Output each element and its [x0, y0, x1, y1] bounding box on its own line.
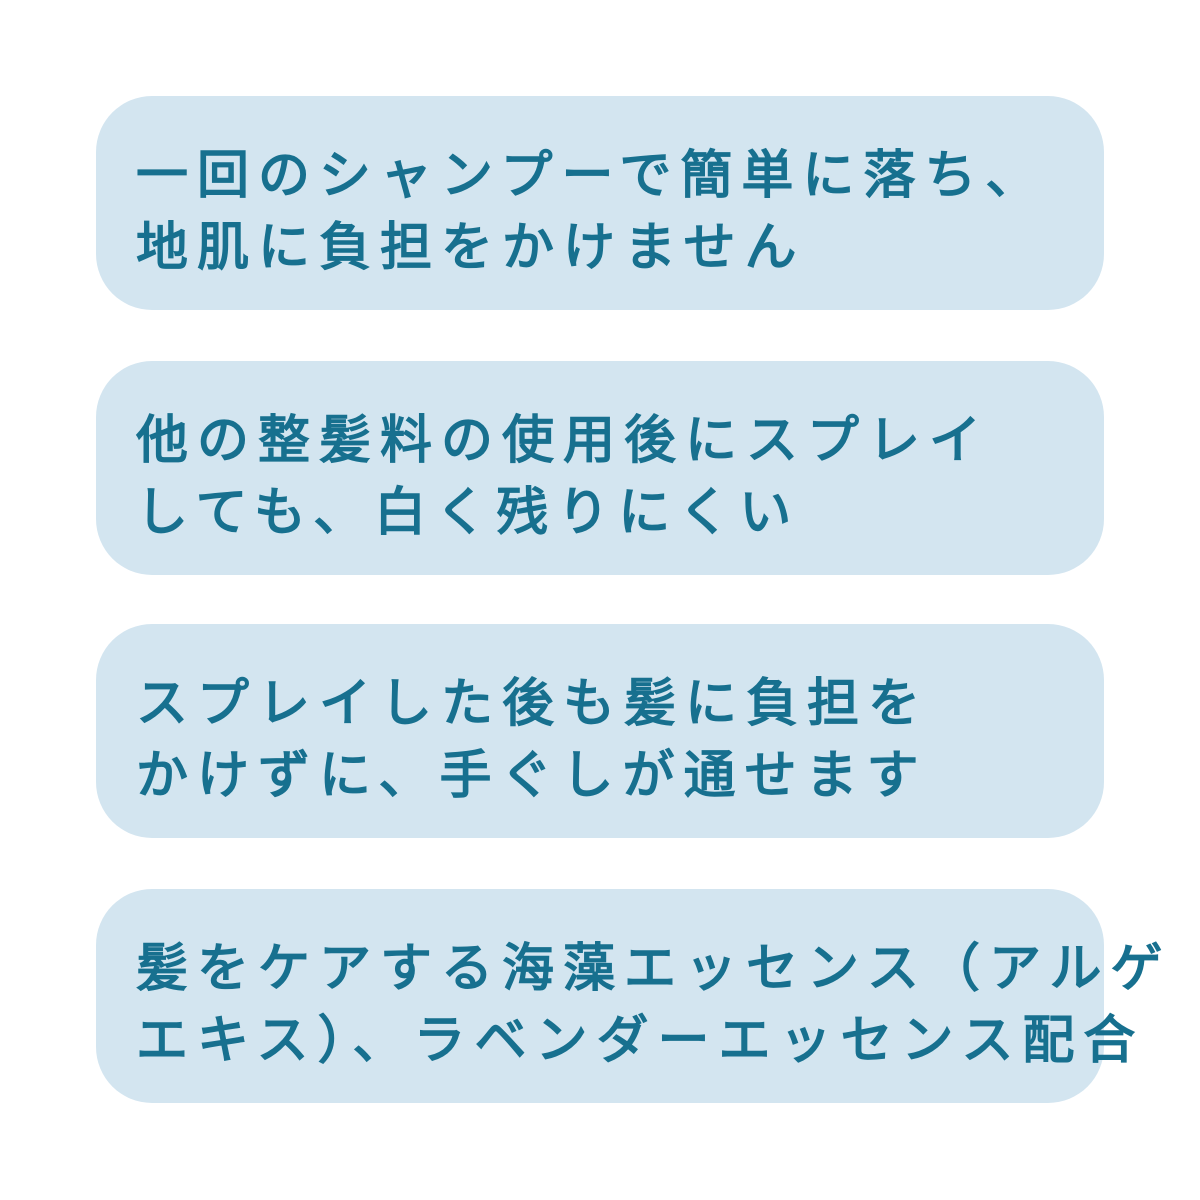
feature-line: 地肌に負担をかけません [136, 218, 806, 278]
feature-line: 髪をケアする海藻エッセンス（アルゲ [136, 939, 1172, 999]
feature-line: かけずに、手ぐしが通せます [136, 746, 928, 806]
feature-line: 他の整髪料の使用後にスプレイ [136, 411, 991, 471]
feature-card-2: 他の整髪料の使用後にスプレイ しても、白く残りにくい [96, 361, 1104, 575]
feature-line: スプレイした後も髪に負担を [136, 674, 930, 734]
feature-card-4: 髪をケアする海藻エッセンス（アルゲ エキス）、ラベンダーエッセンス配合 [96, 889, 1162, 1103]
feature-line: 一回のシャンプーで簡単に落ち、 [136, 146, 1047, 206]
feature-line: エキス）、ラベンダーエッセンス配合 [136, 1011, 1145, 1071]
feature-text: スプレイした後も髪に負担を かけずに、手ぐしが通せます [136, 668, 929, 812]
feature-line: しても、白く残りにくい [136, 483, 801, 543]
feature-card-1: 一回のシャンプーで簡単に落ち、 地肌に負担をかけません [96, 96, 1104, 310]
feature-text: 一回のシャンプーで簡単に落ち、 地肌に負担をかけません [136, 140, 1046, 284]
feature-text: 他の整髪料の使用後にスプレイ しても、白く残りにくい [136, 405, 990, 549]
feature-text: 髪をケアする海藻エッセンス（アルゲ エキス）、ラベンダーエッセンス配合 [136, 933, 1171, 1077]
feature-card-3: スプレイした後も髪に負担を かけずに、手ぐしが通せます [96, 624, 1104, 838]
